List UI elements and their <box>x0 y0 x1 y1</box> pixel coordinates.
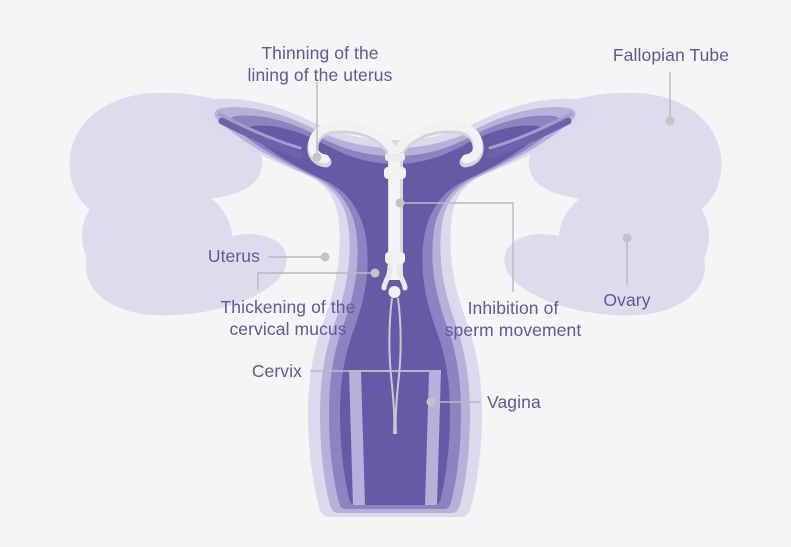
leader-dot-thickening <box>370 268 380 278</box>
left-ovary-shape <box>82 180 232 292</box>
leader-dot-fallopian <box>665 116 675 126</box>
right-tube-lumen <box>486 117 572 159</box>
tube-lumen-streaks <box>217 112 573 159</box>
leader-dots <box>312 116 675 407</box>
leader-dot-inhibition <box>395 198 405 208</box>
leader-dot-uterus <box>320 252 330 262</box>
thinning-of-lining-label: Thinning of the lining of the uterus <box>247 43 393 85</box>
vaginal-canal <box>349 370 441 505</box>
inhibition-sperm-movement-label: Inhibition of sperm movement <box>444 298 582 340</box>
fallopian-tube-label: Fallopian Tube <box>612 45 730 65</box>
iud-stem <box>389 152 400 280</box>
leader-line-inhibition <box>400 202 514 292</box>
leader-line-thickening <box>257 272 375 290</box>
left-tube-lumen <box>218 117 304 159</box>
leader-dot-vagina <box>426 397 436 407</box>
iud-string-right <box>394 297 402 435</box>
left-tube-lumen-highlight <box>217 112 302 150</box>
ovary-label: Ovary <box>603 290 651 310</box>
cervix-label: Cervix <box>251 361 302 381</box>
iud-collar-top <box>385 153 405 161</box>
left-fallopian-tube-and-ovary <box>69 92 287 316</box>
iud-loop-knot <box>388 286 401 298</box>
leader-lines <box>257 72 671 403</box>
thickening-cervical-mucus-label: Thickening of the cervical mucus <box>220 297 356 339</box>
leader-dot-thinning <box>312 152 322 162</box>
iud-collar-lower <box>385 252 405 264</box>
iud-arm-right <box>394 121 483 164</box>
right-ovary-shape <box>559 180 709 292</box>
vaginal-canal-core <box>361 372 429 505</box>
right-fallopian-tube-and-ovary <box>504 92 722 316</box>
vagina-label: Vagina <box>487 392 541 412</box>
right-tube-lumen-highlight <box>488 112 573 150</box>
iud-collar-upper <box>384 167 406 179</box>
iud-string-loop <box>381 263 408 291</box>
uterus-label: Uterus <box>207 246 260 266</box>
leader-dot-ovary <box>622 233 632 243</box>
uterine-cavity-deep-layer <box>247 125 543 505</box>
iud-string-left <box>388 297 396 435</box>
